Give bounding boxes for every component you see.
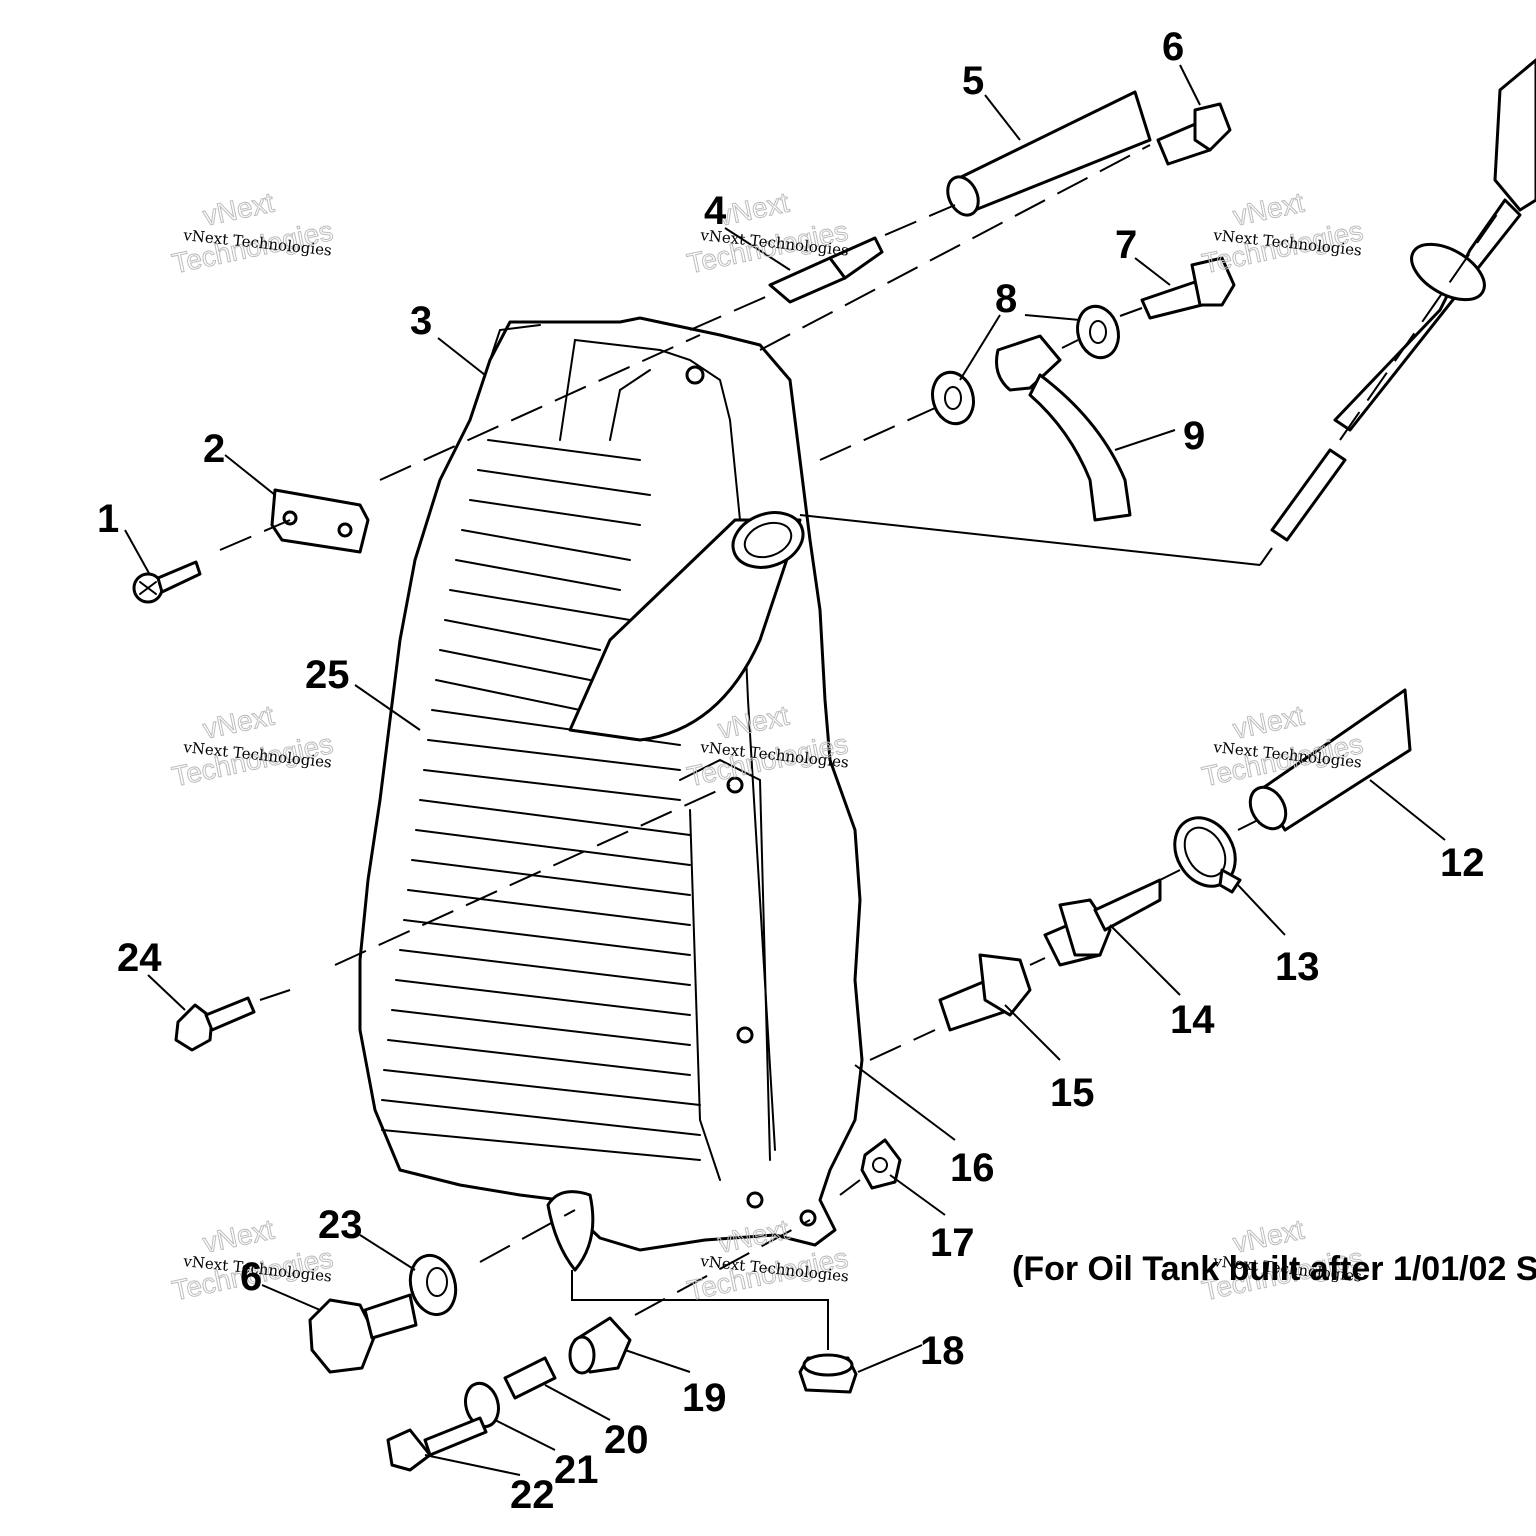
callout-9: 9 [1183,414,1205,458]
callout-3: 3 [410,299,432,343]
callout-17: 17 [930,1221,975,1265]
filler-neck [568,511,805,742]
fitting-part-14 [1043,878,1162,967]
callout-2: 2 [203,427,225,471]
dipstick [1270,58,1536,542]
callout-25: 25 [305,653,350,697]
callout-23: 23 [318,1203,363,1247]
svg-text:vNext: vNext [200,1214,277,1259]
fitting-part-4 [768,236,884,304]
svg-text:vNext: vNext [1230,700,1307,745]
callout-6-top: 6 [1162,25,1184,69]
callout-4: 4 [704,189,727,233]
bolt-part-24 [174,996,256,1052]
callout-8: 8 [995,277,1017,321]
bolt-part-7 [1140,256,1236,320]
callout-24: 24 [117,936,162,980]
leader-lines [124,64,1446,1476]
washer-part-23 [408,1253,458,1317]
svg-text:vNext: vNext [1230,187,1307,232]
hose-part-12 [1248,688,1412,832]
clamp-part-13 [1173,816,1242,894]
oil-tank-body [358,316,864,1272]
washer-part-21 [464,1381,500,1429]
hose-part-5 [946,90,1152,217]
callout-16: 16 [950,1146,995,1190]
oil-tank-date-note: (For Oil Tank built after 1/01/02 Se [1012,1250,1536,1288]
svg-text:vNext: vNext [715,187,792,232]
callout-22: 22 [510,1473,555,1517]
alignment-dash-lines [219,144,1501,1316]
svg-text:vNext: vNext [200,700,277,745]
bolt-part-22 [386,1416,488,1472]
callout-15: 15 [1050,1071,1095,1115]
callout-labels: 1 2 3 4 5 6 6 7 8 9 12 13 14 15 16 17 18… [97,25,1485,1517]
callout-5: 5 [962,59,984,103]
callout-20: 20 [604,1418,649,1462]
banjo-fitting-part-9 [995,334,1132,522]
grommet-part-18 [798,1353,858,1394]
bushing-part-19 [568,1316,632,1375]
filter-part-15 [938,953,1032,1032]
callout-13: 13 [1275,945,1320,989]
callout-18: 18 [920,1329,965,1373]
svg-text:vNext: vNext [200,187,277,232]
bolt-part-6-top [1156,102,1232,166]
callout-14: 14 [1170,998,1215,1042]
callout-12: 12 [1440,841,1485,885]
callout-6-bottom: 6 [240,1255,262,1299]
washer-part-8 [931,304,1120,426]
sleeve-part-20 [503,1356,557,1400]
nut-part-17 [860,1138,902,1190]
bracket-part-2 [270,488,370,554]
bolt-part-6-bottom [308,1293,418,1374]
callout-19: 19 [682,1376,727,1420]
callout-7: 7 [1115,223,1137,267]
callout-21: 21 [554,1448,599,1492]
screw-part-1 [132,560,202,604]
callout-1: 1 [97,497,119,541]
